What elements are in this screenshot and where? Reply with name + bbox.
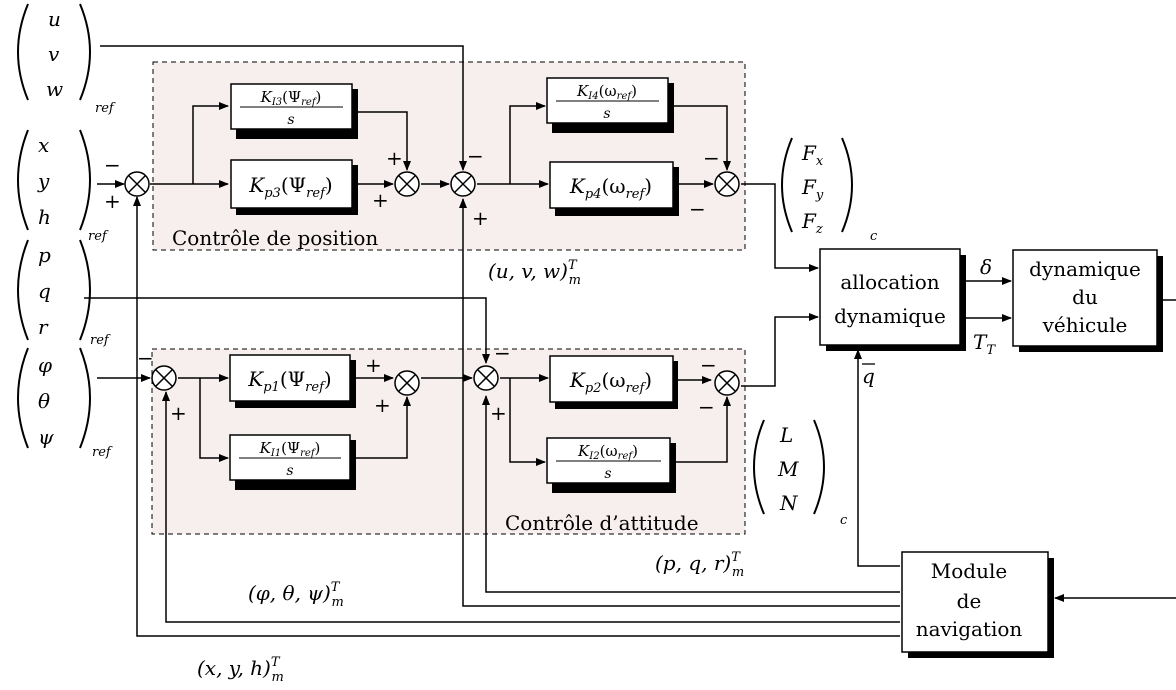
sum-junction (714, 171, 740, 197)
sign-plus: + (386, 146, 403, 170)
svg-text:ref: ref (88, 229, 109, 244)
svg-text:KI1(Ψref): KI1(Ψref) (259, 439, 321, 459)
svg-text:h: h (38, 205, 51, 229)
sum-junction (151, 365, 177, 391)
sign-plus: + (472, 206, 489, 230)
sign-plus: + (170, 401, 187, 425)
svg-text:du: du (1072, 285, 1098, 309)
xyh-ref-vector: x y h ref (17, 129, 109, 244)
kp2-gain-block: Kp2(ωref) (549, 355, 678, 409)
sign-minus: − (137, 346, 154, 370)
svg-text:Kp1(Ψref): Kp1(Ψref) (247, 367, 331, 395)
sum-junction (394, 171, 420, 197)
svg-text:ψ: ψ (38, 425, 54, 449)
svg-text:de: de (957, 589, 982, 613)
svg-text:M: M (777, 457, 799, 481)
svg-text:Fz: Fz (801, 209, 823, 237)
svg-text:s: s (287, 112, 294, 128)
sign-minus: − (703, 146, 720, 170)
uvw-ref-vector: u v w ref (17, 3, 116, 116)
navigation-module-block: Module de navigation (901, 551, 1054, 658)
svg-text:ref: ref (90, 333, 111, 348)
vehicle-dynamics-block: dynamique du véhicule (1012, 249, 1163, 352)
svg-text:w: w (46, 77, 63, 101)
sign-minus: − (104, 153, 121, 177)
svg-text:Kp4(ωref): Kp4(ωref) (569, 174, 652, 202)
svg-text:Kp2(ωref): Kp2(ωref) (569, 368, 652, 396)
kp3-gain-block: Kp3(Ψref) (230, 159, 358, 215)
attitude-control-label: Contrôle d’attitude (505, 511, 699, 535)
svg-text:θ: θ (38, 389, 50, 413)
angles-ref-vector: φ θ ψ ref (17, 347, 113, 460)
sign-minus: − (689, 197, 706, 221)
svg-text:s: s (603, 106, 610, 122)
sign-plus: + (365, 353, 382, 377)
svg-text:Fx: Fx (801, 141, 824, 169)
svg-text:KI2(ωref): KI2(ωref) (577, 442, 638, 462)
qbar-label: q (862, 363, 875, 388)
sum-junction (124, 171, 150, 197)
delta-label: δ (980, 255, 992, 279)
svg-text:N: N (779, 491, 799, 515)
svg-text:s: s (604, 466, 611, 482)
sign-minus: − (467, 144, 484, 168)
ki4-integral-block: KI4(ωref) s (546, 77, 674, 133)
force-vector: Fx Fy Fz c (781, 137, 878, 244)
sign-minus: − (698, 395, 715, 419)
svg-text:x: x (38, 133, 49, 157)
kp1-gain-block: Kp1(Ψref) (229, 354, 356, 408)
svg-text:L: L (779, 423, 793, 447)
svg-text:dynamique: dynamique (834, 304, 946, 328)
svg-text:u: u (48, 7, 61, 31)
pqr-ref-vector: p q r ref (17, 239, 111, 348)
ki3-integral-block: KI3(Ψref) s (230, 83, 358, 139)
sign-plus: + (104, 189, 121, 213)
sign-plus: + (372, 188, 389, 212)
svg-text:Kp3(Ψref): Kp3(Ψref) (248, 173, 332, 201)
svg-text:r: r (38, 315, 49, 339)
svg-text:KI3(Ψref): KI3(Ψref) (260, 88, 322, 108)
svg-text:ref: ref (95, 101, 116, 116)
ki1-integral-block: KI1(Ψref) s (229, 434, 356, 490)
svg-text:KI4(ωref): KI4(ωref) (576, 82, 637, 102)
svg-text:Fy: Fy (801, 175, 824, 203)
sum-junction (714, 370, 740, 396)
svg-text:s: s (286, 463, 293, 479)
sign-minus: − (494, 341, 511, 365)
svg-text:q: q (38, 279, 51, 303)
sign-minus: − (700, 353, 717, 377)
svg-text:ref: ref (92, 445, 113, 460)
svg-text:c: c (840, 513, 848, 528)
kp4-gain-block: Kp4(ωref) (549, 161, 679, 216)
svg-text:q: q (862, 364, 875, 388)
svg-text:Module: Module (931, 559, 1007, 583)
svg-text:dynamique: dynamique (1029, 257, 1141, 281)
svg-text:v: v (48, 42, 60, 66)
position-control-label: Contrôle de position (172, 226, 378, 250)
ki2-integral-block: KI2(ωref) s (546, 437, 676, 493)
svg-text:navigation: navigation (916, 617, 1023, 641)
sum-junction (473, 365, 499, 391)
sign-plus: + (490, 401, 507, 425)
sum-junction (450, 171, 476, 197)
svg-text:p: p (38, 243, 51, 267)
svg-text:y: y (37, 169, 50, 193)
svg-text:φ: φ (38, 353, 52, 377)
svg-text:allocation: allocation (840, 270, 939, 294)
thrust-label: TT (973, 330, 996, 358)
svg-text:c: c (870, 229, 878, 244)
svg-text:véhicule: véhicule (1042, 313, 1128, 337)
moment-vector: L M N c (753, 419, 848, 528)
allocation-block: allocation dynamique (819, 248, 966, 351)
sign-plus: + (374, 393, 391, 417)
sum-junction (394, 370, 420, 396)
